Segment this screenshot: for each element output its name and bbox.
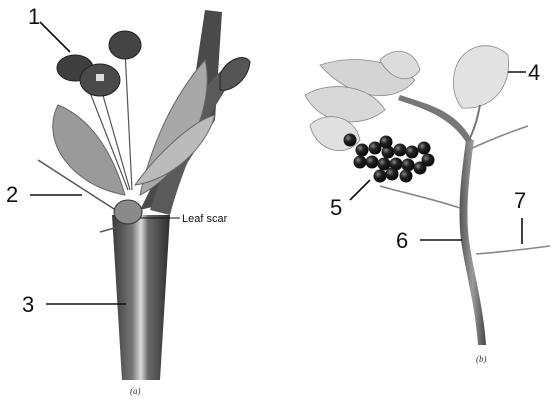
flower-cluster <box>57 31 141 96</box>
callout-6: 6 <box>396 228 408 253</box>
leaf-scar-node <box>114 200 142 224</box>
callout-7: 7 <box>514 188 526 213</box>
callout-4: 4 <box>528 60 540 85</box>
leader-5 <box>350 180 370 200</box>
callout-2: 2 <box>6 182 18 207</box>
petiole-right <box>470 105 480 138</box>
callout-3: 3 <box>22 292 34 317</box>
stem-b-main <box>459 140 486 345</box>
caption-b: (b) <box>476 354 487 364</box>
callout-1: 1 <box>28 4 40 29</box>
caption-a: (a) <box>130 386 141 396</box>
panel-a: 1 2 3 Leaf scar (a) <box>6 4 250 396</box>
leaf-left <box>53 105 125 195</box>
main-stem <box>112 215 170 380</box>
terminal-bud <box>220 58 250 91</box>
panel-b: 4 5 6 7 (b) <box>305 46 550 364</box>
leaflet-right <box>453 46 508 108</box>
leader-1 <box>40 22 70 52</box>
leaf-scar-label: Leaf scar <box>182 213 228 225</box>
callout-5: 5 <box>330 195 342 220</box>
